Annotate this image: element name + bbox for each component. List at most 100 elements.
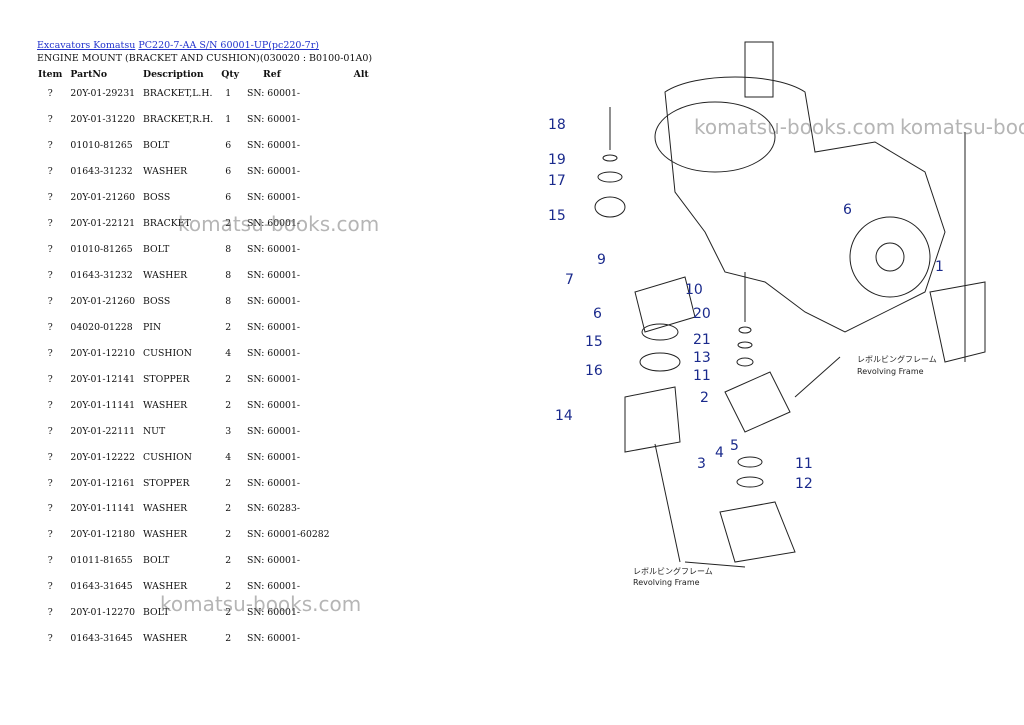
description-cell: BRACKET	[143, 218, 191, 230]
item-cell: ?	[47, 347, 53, 359]
description-cell: BOLT	[143, 244, 170, 256]
nut-11-upper	[736, 357, 754, 367]
alt-cell	[334, 107, 373, 133]
partno-cell: 01643-31645	[70, 633, 133, 645]
partno-cell: 20Y-01-12180	[70, 529, 136, 541]
breadcrumb: Excavators Komatsu PC220-7-AA S/N 60001-…	[37, 40, 319, 51]
partno-cell: 20Y-01-12270	[70, 607, 136, 619]
parts-table: Item PartNo Description Qty Ref Alt ?20Y…	[34, 64, 373, 652]
description-cell: CUSHION	[143, 347, 192, 359]
partno-cell: 20Y-01-12161	[70, 477, 136, 489]
qty-cell: 8	[225, 295, 232, 307]
qty-cell: 2	[225, 581, 232, 593]
washer-13	[737, 341, 753, 349]
ref-cell: SN: 60001-	[247, 477, 301, 489]
alt-cell	[334, 496, 373, 522]
item-cell: ?	[47, 166, 53, 178]
description-cell: BOLT	[143, 555, 170, 567]
ref-cell: SN: 60001-	[247, 399, 301, 411]
parts-diagram: 18 19 17 15 6 9 7 10 6 20 15 21 13 16 11…	[548, 41, 986, 587]
callout-12: 12	[795, 476, 813, 492]
partno-cell: 01011-81655	[70, 555, 133, 567]
partno-cell: 20Y-01-31220	[70, 114, 136, 126]
partno-cell: 01643-31232	[70, 270, 133, 282]
description-cell: WASHER	[143, 399, 188, 411]
description-cell: BOLT	[143, 140, 170, 152]
exhaust-pipe	[744, 41, 774, 98]
callout-18: 18	[548, 117, 566, 133]
item-cell: ?	[47, 477, 53, 489]
item-cell: ?	[47, 581, 53, 593]
partno-cell: 20Y-01-12210	[70, 347, 136, 359]
qty-cell: 2	[225, 503, 232, 515]
item-cell: ?	[47, 270, 53, 282]
washer-12	[736, 476, 764, 488]
alt-cell	[334, 366, 373, 392]
stopper-16	[639, 352, 681, 372]
qty-cell: 4	[225, 451, 232, 463]
breadcrumb-link-model[interactable]: PC220-7-AA S/N 60001-UP(pc220-7r)	[138, 40, 319, 51]
ref-cell: SN: 60001-	[247, 373, 301, 385]
callout-5: 5	[730, 438, 739, 454]
alt-cell	[334, 392, 373, 418]
partno-cell: 20Y-01-21260	[70, 192, 136, 204]
frame-bracket-left	[624, 386, 681, 453]
ref-cell: SN: 60001-	[247, 192, 301, 204]
qty-cell: 1	[225, 114, 232, 126]
ref-cell: SN: 60001-	[247, 555, 301, 567]
item-cell: ?	[47, 192, 53, 204]
ref-cell: SN: 60001-	[247, 581, 301, 593]
alt-cell	[334, 133, 373, 159]
column-header-qty: Qty	[221, 68, 240, 80]
ref-cell: SN: 60001-60282	[247, 529, 330, 541]
callout-20: 20	[693, 306, 711, 322]
washer-19	[602, 154, 618, 162]
partno-cell: 20Y-01-12141	[70, 373, 136, 385]
alt-cell	[334, 470, 373, 496]
partno-cell: 20Y-01-11141	[70, 503, 136, 515]
callout-1: 1	[935, 259, 944, 275]
partno-cell: 20Y-01-11141	[70, 399, 136, 411]
alt-cell	[334, 314, 373, 340]
stopper-17	[597, 171, 623, 183]
item-cell: ?	[47, 425, 53, 437]
watermark-top-right: komatsu-books.com	[694, 115, 896, 139]
partno-cell: 20Y-01-29231	[70, 88, 136, 100]
partno-cell: 04020-01228	[70, 321, 133, 333]
item-cell: ?	[47, 140, 53, 152]
item-cell: ?	[47, 218, 53, 230]
qty-cell: 4	[225, 347, 232, 359]
callout-11b: 11	[795, 456, 813, 472]
watermark-middle: komatsu-books.com	[178, 212, 380, 236]
revolving-frame-label-en-bottom: Revolving Frame	[633, 578, 700, 587]
item-cell: ?	[47, 114, 53, 126]
frame-bracket-bottom	[719, 501, 796, 563]
washer-21	[738, 326, 752, 334]
item-cell: ?	[47, 607, 53, 619]
callout-7: 7	[565, 272, 574, 288]
qty-cell: 8	[225, 270, 232, 282]
qty-cell: 2	[225, 373, 232, 385]
qty-cell: 2	[225, 321, 232, 333]
alt-cell	[334, 81, 373, 107]
callout-17: 17	[548, 173, 566, 189]
callout-4: 4	[715, 445, 724, 461]
ref-cell: SN: 60001-	[247, 295, 301, 307]
alt-cell	[334, 159, 373, 185]
ref-cell: SN: 60001-	[247, 347, 301, 359]
column-header-alt: Alt	[353, 68, 369, 80]
partno-cell: 01010-81265	[70, 244, 133, 256]
breadcrumb-link-category[interactable]: Excavators Komatsu	[37, 40, 136, 51]
revolving-frame-label-en-right: Revolving Frame	[857, 367, 924, 376]
bracket-2	[724, 371, 791, 433]
partno-cell: 01010-81265	[70, 140, 133, 152]
description-cell: STOPPER	[143, 477, 190, 489]
